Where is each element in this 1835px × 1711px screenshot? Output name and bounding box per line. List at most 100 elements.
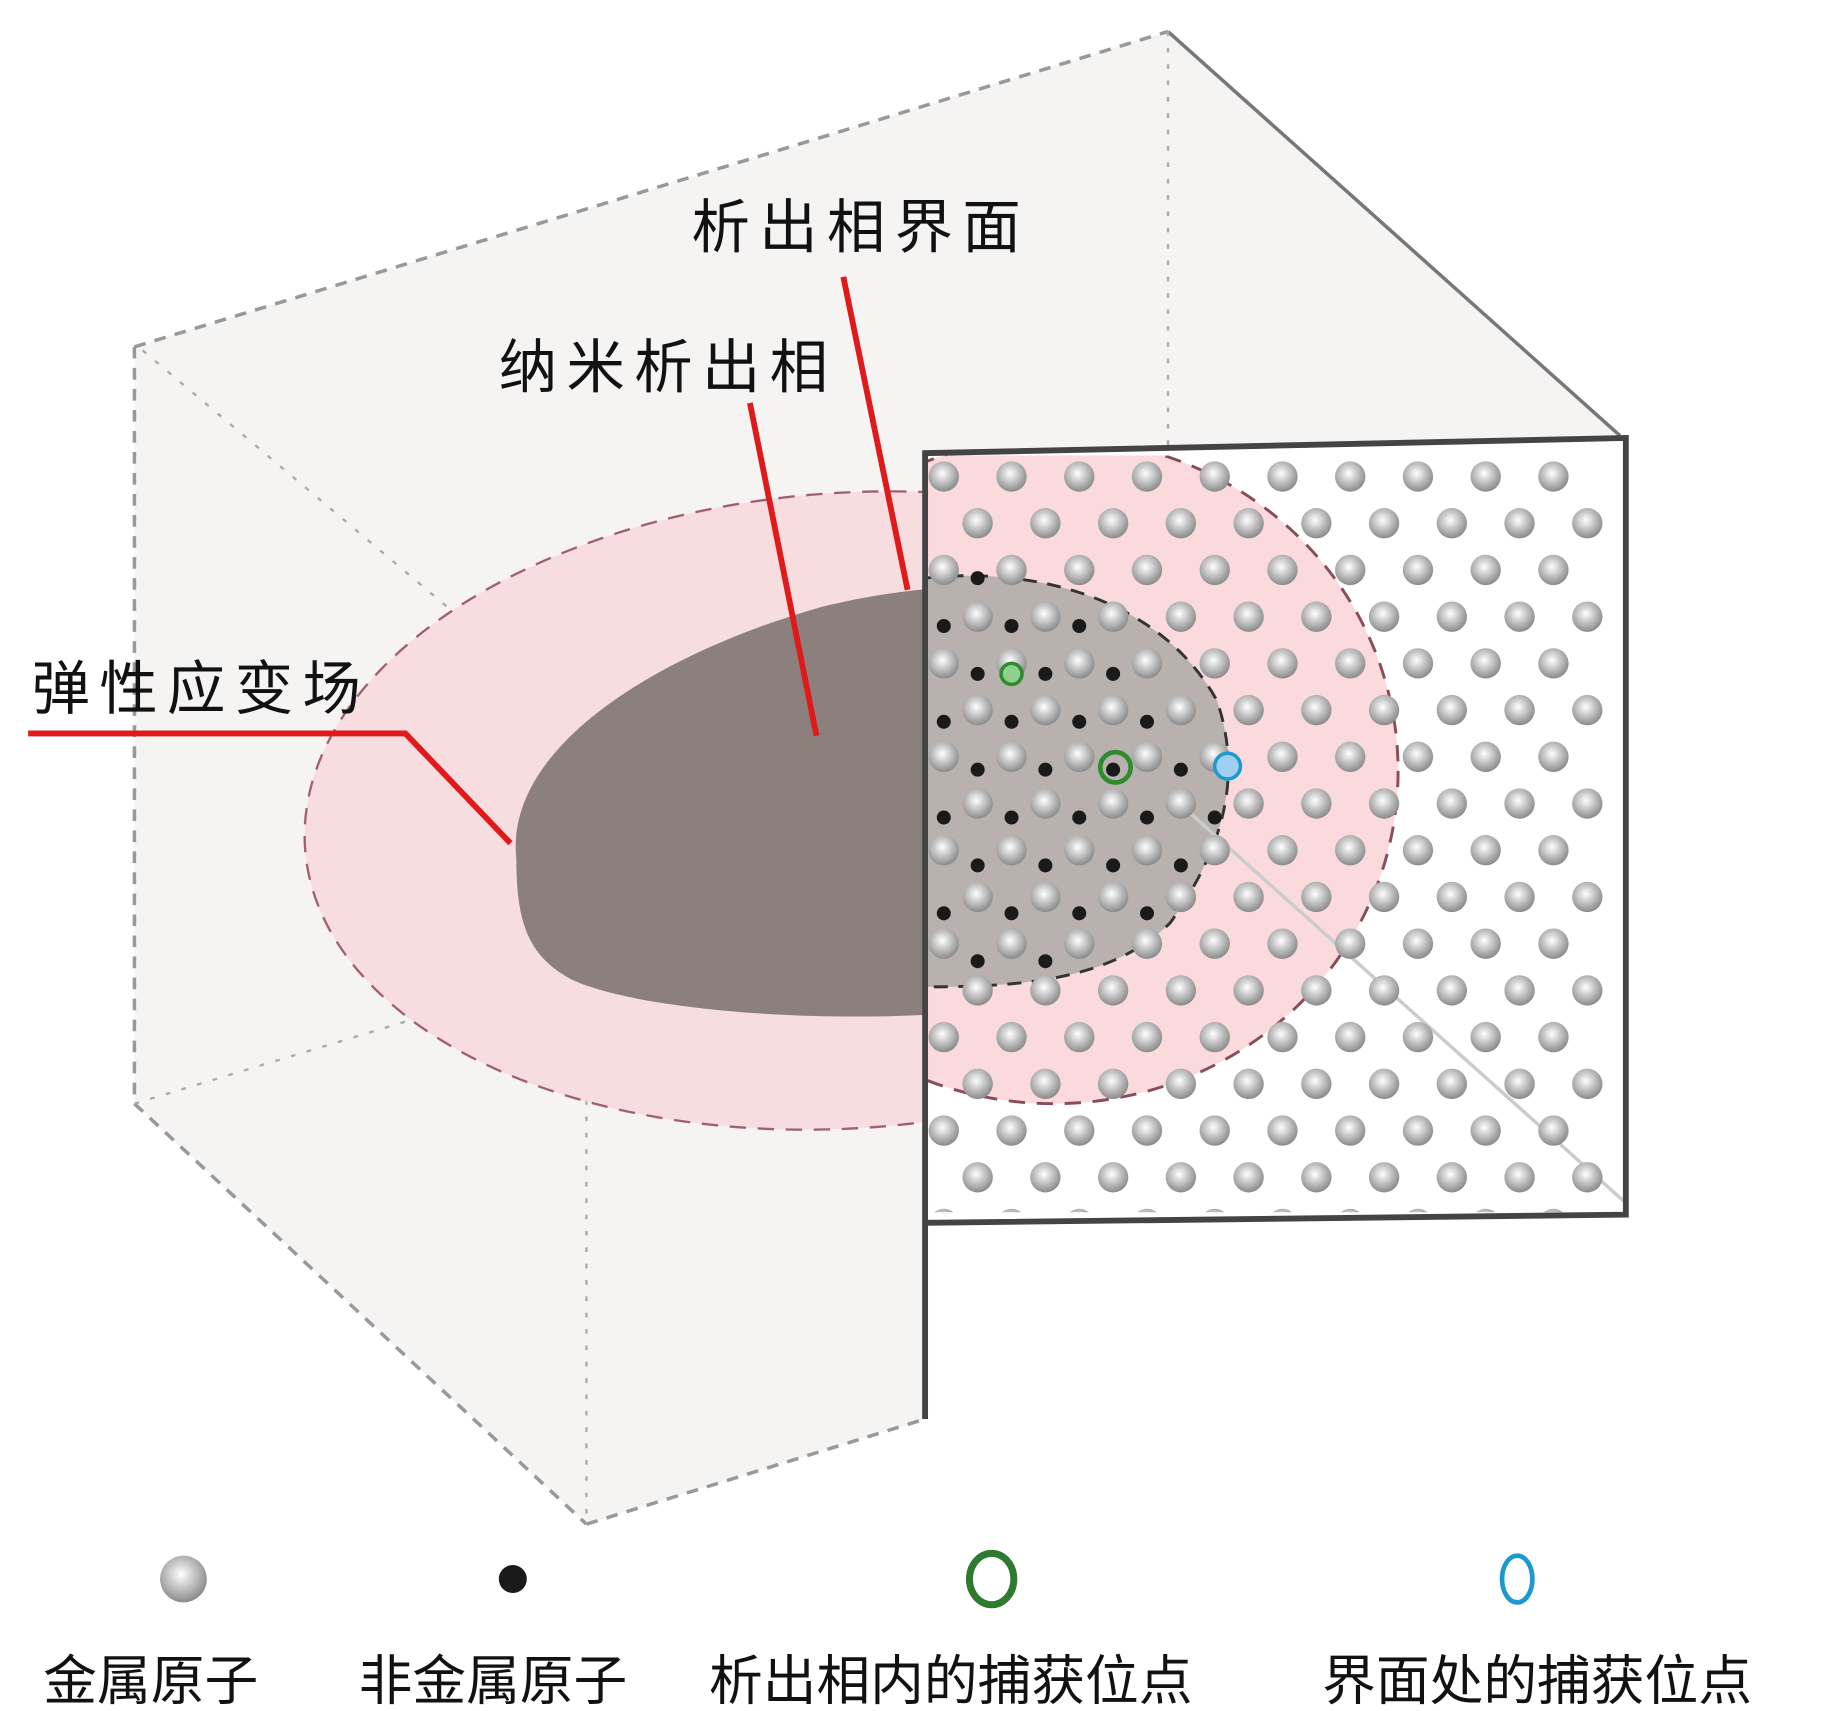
metal-atom [1131, 461, 1163, 492]
metal-atom [1402, 741, 1434, 772]
metal-atom [996, 461, 1027, 492]
metal-atom [1335, 1115, 1366, 1146]
metal-atom [1131, 1021, 1163, 1053]
metal-atom [1097, 694, 1129, 726]
metal-atom [1064, 461, 1095, 492]
metal-atom [1301, 1068, 1332, 1100]
metal-atom [1538, 1115, 1569, 1146]
nonmetal-atom [1072, 714, 1087, 729]
metal-atom [1137, 1208, 1157, 1213]
metal-atom [1504, 788, 1535, 819]
metal-atom [1436, 694, 1468, 726]
metal-atom [962, 694, 993, 726]
metal-atom [1436, 975, 1468, 1006]
metal-atom [1097, 881, 1129, 913]
metal-atom [1538, 741, 1569, 772]
nano-precipitate [515, 589, 926, 1017]
nonmetal-atom [1072, 906, 1087, 921]
metal-atom [1001, 1208, 1022, 1213]
nonmetal-atom [1106, 858, 1121, 873]
metal-atom [1408, 1208, 1428, 1213]
metal-atom [1402, 928, 1434, 959]
nonmetal-atom [1139, 810, 1155, 825]
metal-atom [1470, 1021, 1501, 1053]
nonmetal-atom [1038, 762, 1053, 777]
legend-label: 金属原子 [43, 1649, 258, 1711]
metal-atom [1233, 601, 1264, 632]
interface-label: 析出相界面 [692, 194, 1031, 262]
nano-precipitate-label: 纳米析出相 [499, 334, 838, 402]
metal-atom [1267, 1115, 1298, 1146]
metal-atom [1301, 694, 1332, 726]
metal-atom [1030, 694, 1061, 726]
metal-atom [1199, 1115, 1230, 1146]
metal-atom [1064, 835, 1095, 866]
metal-atom [962, 508, 993, 539]
nonmetal-atom [970, 666, 985, 681]
metal-atom [962, 1162, 993, 1193]
metal-atom [1335, 554, 1366, 586]
metal-atom [1504, 975, 1535, 1006]
metal-atom [1368, 1068, 1400, 1100]
metal-atom [1199, 835, 1230, 866]
metal-atom [1030, 601, 1061, 632]
metal-atom [1504, 508, 1535, 539]
metal-atom [1335, 648, 1366, 679]
metal-atom [928, 928, 959, 959]
metal-atom [1165, 1162, 1197, 1193]
metal-atom [996, 554, 1027, 586]
metal-atom [1199, 928, 1230, 959]
metal-atom [1301, 601, 1332, 632]
nonmetal-atom [936, 906, 951, 921]
metal-atom [1538, 648, 1569, 679]
metal-atom [1572, 508, 1603, 539]
metal-atom [1165, 694, 1197, 726]
nonmetal-atom [970, 954, 985, 969]
nonmetal-atom [936, 714, 951, 729]
metal-atom [1301, 975, 1332, 1006]
interface-trap-site-icon [1499, 1553, 1535, 1605]
nonmetal-atom [936, 810, 951, 825]
metal-atom [1064, 741, 1095, 772]
metal-atom [1470, 648, 1501, 679]
metal-atom [1504, 694, 1535, 726]
metal-atom [1097, 1068, 1129, 1100]
legend-label: 非金属原子 [359, 1649, 628, 1711]
metal-atom [1504, 601, 1535, 632]
metal-atom-icon [160, 1555, 207, 1603]
metal-atom [1267, 1021, 1298, 1053]
metal-atom [1402, 835, 1434, 866]
metal-atom [1335, 1021, 1366, 1053]
metal-atom [1030, 788, 1061, 819]
nonmetal-atom [1038, 954, 1053, 969]
legend-label: 析出相内的捕获位点 [709, 1649, 1192, 1711]
nonmetal-atom [1106, 666, 1121, 681]
metal-atom [962, 1068, 993, 1100]
metal-atom [1402, 461, 1434, 492]
metal-atom [1572, 1068, 1603, 1100]
metal-atom [1199, 554, 1230, 586]
interface-trap-site [1212, 751, 1243, 781]
metal-atom [1131, 554, 1163, 586]
metal-atom [1097, 508, 1129, 539]
metal-atom [1504, 881, 1535, 913]
nonmetal-atom [936, 618, 951, 634]
metal-atom [928, 835, 959, 866]
metal-atom [1097, 788, 1129, 819]
legend: 金属原子 非金属原子 析出相内的捕获位点 界面处的捕获位点 [43, 1549, 1752, 1711]
nonmetal-atom [1004, 906, 1019, 921]
nonmetal-atom [1139, 906, 1155, 921]
metal-atom [1572, 601, 1603, 632]
metal-atom [1543, 1208, 1564, 1213]
metal-atom [1267, 461, 1298, 492]
metal-atom [1233, 1162, 1264, 1193]
label-nano-precipitate: 纳米析出相 [499, 334, 838, 737]
nonmetal-atom [1106, 762, 1121, 777]
metal-atom [1069, 1208, 1089, 1213]
nonmetal-atom-icon [498, 1565, 527, 1594]
metal-atom [1368, 694, 1400, 726]
metal-atom [1436, 1068, 1468, 1100]
metal-atom [1538, 554, 1569, 586]
metal-atom [1165, 601, 1197, 632]
metal-atom [1131, 835, 1163, 866]
